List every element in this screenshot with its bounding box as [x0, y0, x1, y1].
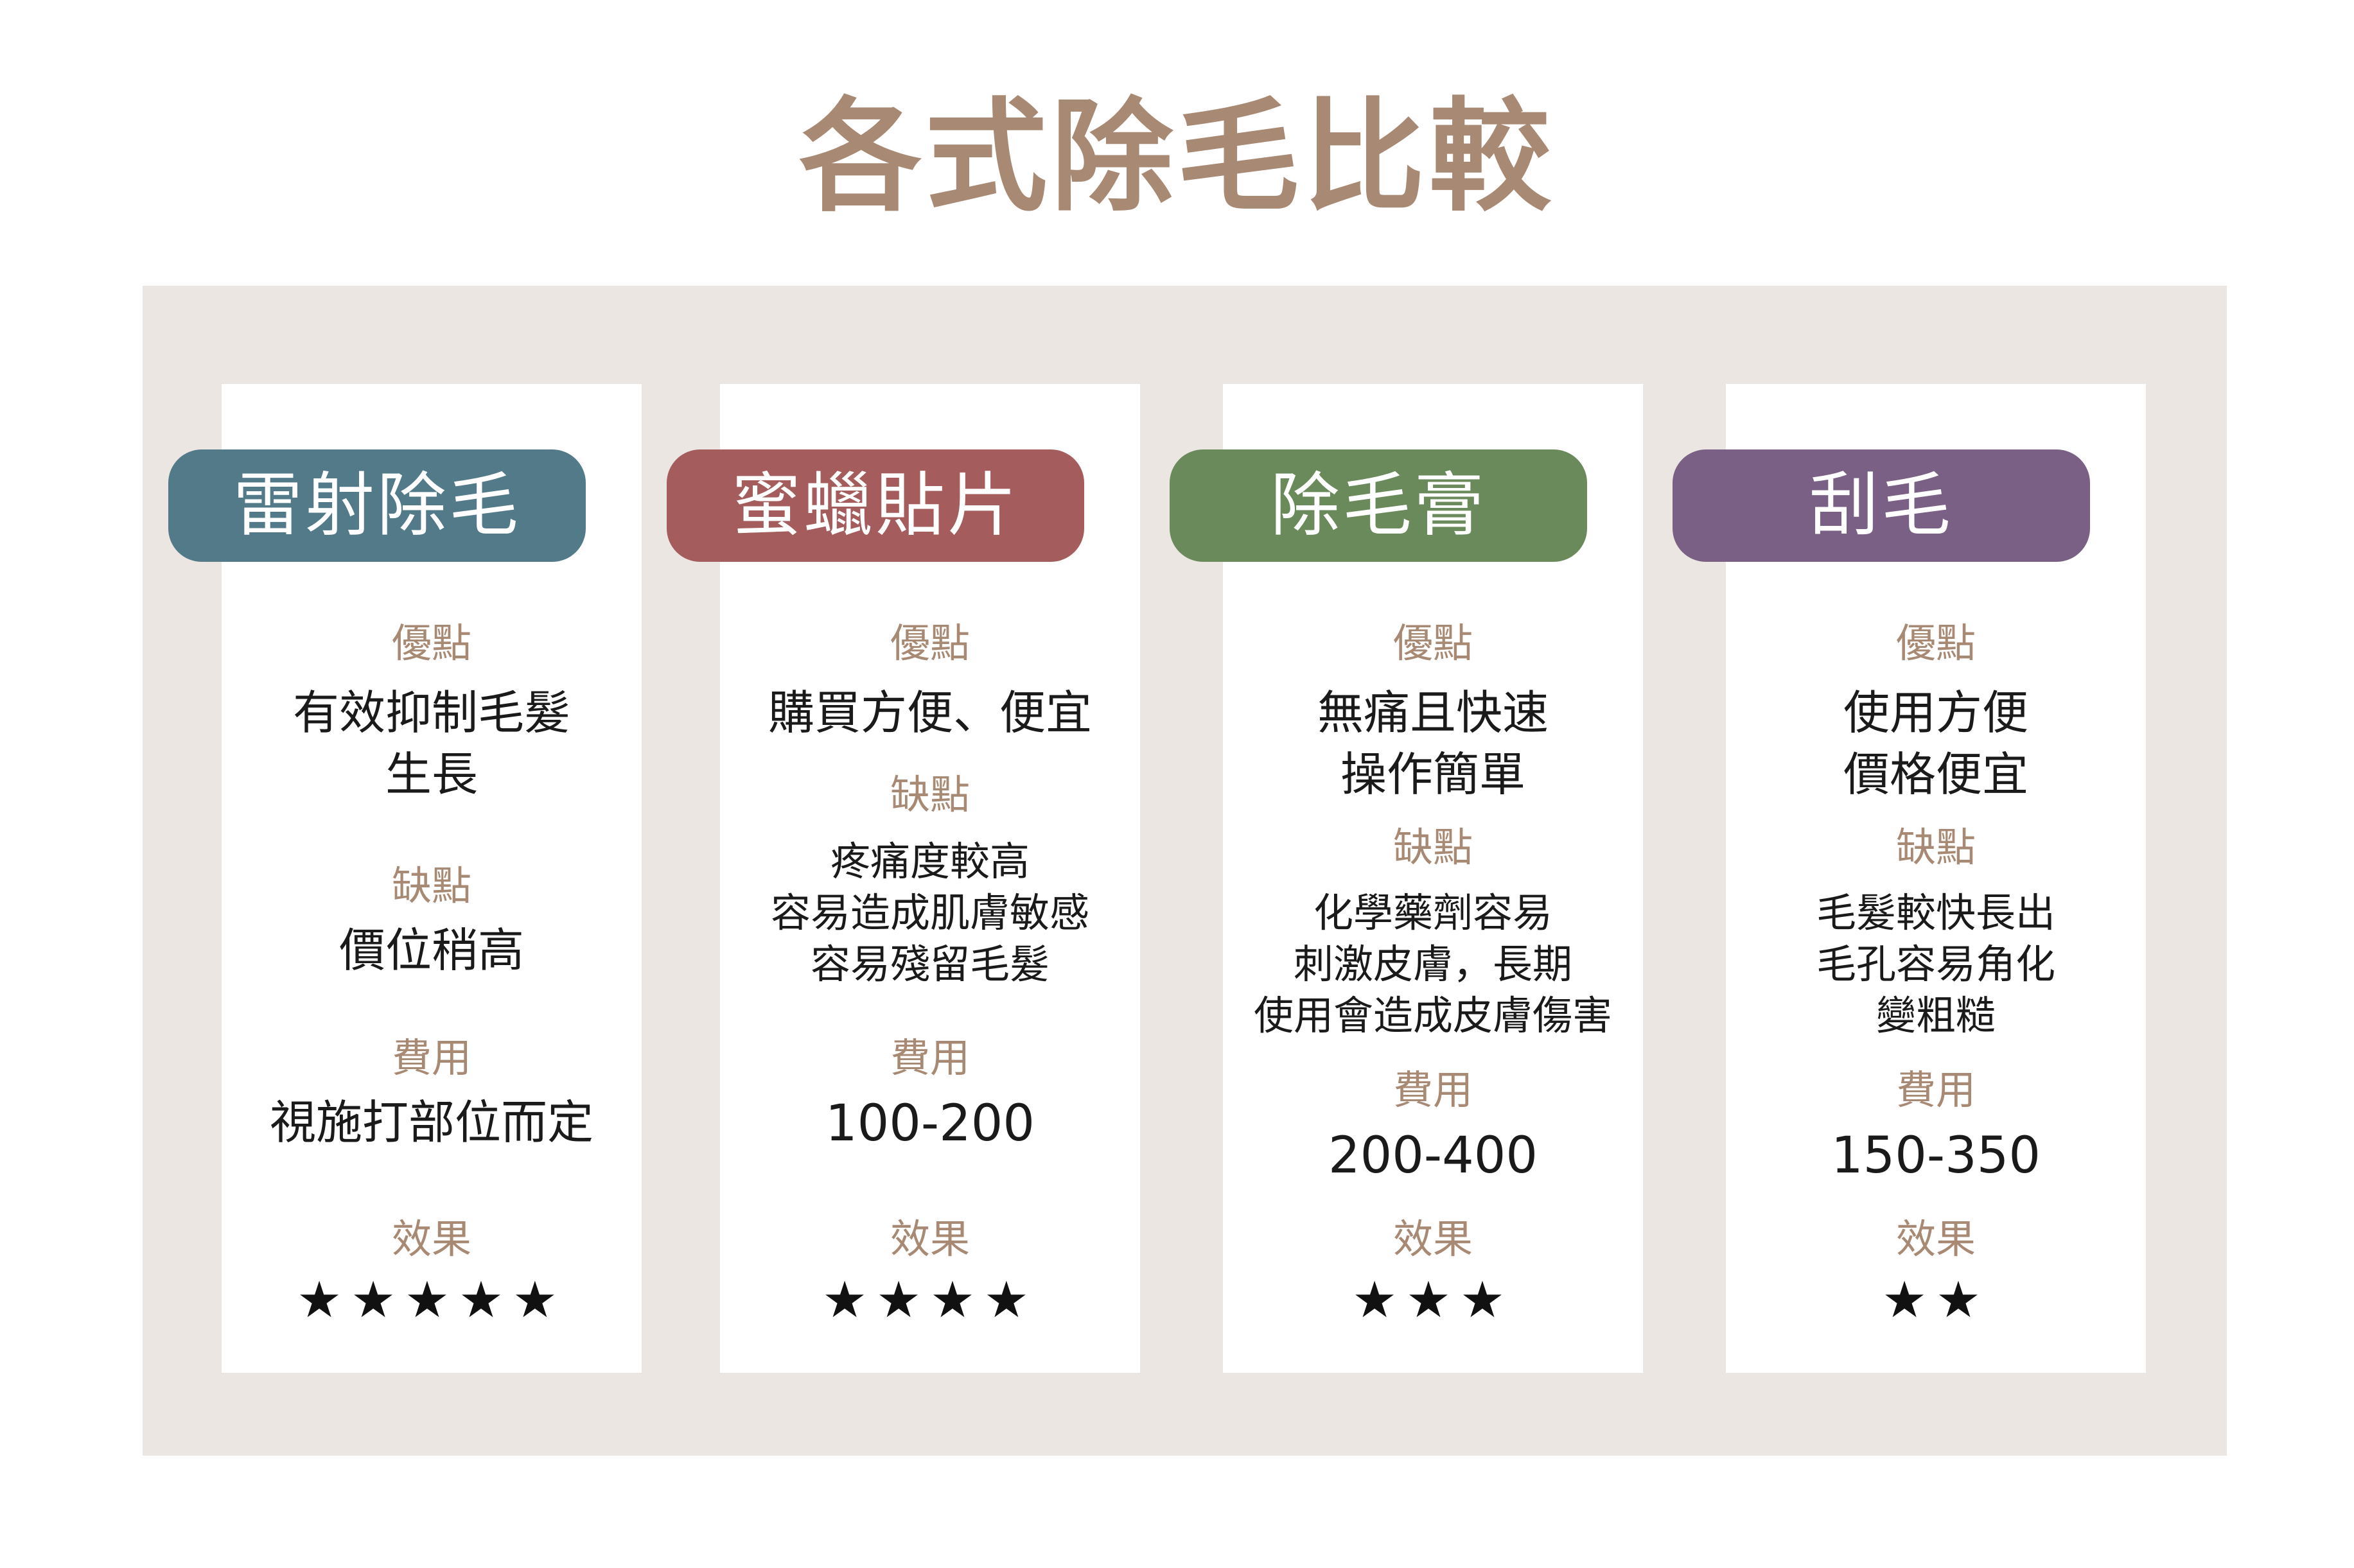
pros-text: 有效抑制毛髮 生長 [292, 686, 570, 801]
method-title-wax: 蜜蠟貼片 [667, 449, 1084, 562]
pros-text: 無痛且快速 操作簡單 [1317, 686, 1549, 801]
effect-label: 效果 [890, 1215, 970, 1262]
pros-text: 購買方便、便宜 [768, 686, 1092, 740]
cost-value: 150-350 [1831, 1127, 2041, 1185]
rating-stars: ★★ [1882, 1271, 1990, 1329]
pros-text: 使用方便 價格便宜 [1843, 686, 2028, 801]
cost-label: 費用 [1895, 1067, 1976, 1113]
method-title-laser: 雷射除毛 [168, 449, 586, 562]
rating-stars: ★★★★ [822, 1271, 1038, 1329]
rating-stars: ★★★ [1352, 1271, 1514, 1329]
cons-text: 價位稍高 [338, 923, 524, 977]
pros-label: 優點 [1392, 620, 1473, 666]
cons-text: 化學藥劑容易 刺激皮膚，長期 使用會造成皮膚傷害 [1253, 889, 1612, 1039]
cost-label: 費用 [391, 1034, 471, 1081]
cost-value: 200-400 [1328, 1127, 1538, 1185]
effect-label: 效果 [1392, 1215, 1473, 1262]
cons-text: 疼痛度較高 容易造成肌膚敏感 容易殘留毛髮 [770, 838, 1089, 988]
cons-label: 缺點 [890, 771, 970, 818]
cost-value: 100-200 [825, 1095, 1035, 1153]
cost-label: 費用 [890, 1034, 970, 1081]
effect-label: 效果 [1895, 1215, 1976, 1262]
cost-value: 視施打部位而定 [269, 1095, 593, 1149]
effect-label: 效果 [391, 1215, 471, 1262]
cons-label: 缺點 [391, 862, 471, 909]
cons-label: 缺點 [1392, 824, 1473, 871]
pros-label: 優點 [1895, 620, 1976, 666]
pros-label: 優點 [890, 620, 970, 666]
method-title-shave: 刮毛 [1673, 449, 2090, 562]
method-title-cream: 除毛膏 [1170, 449, 1587, 562]
rating-stars: ★★★★★ [297, 1271, 567, 1329]
cost-label: 費用 [1392, 1067, 1473, 1113]
cons-text: 毛髮較快長出 毛孔容易角化 變粗糙 [1816, 889, 2055, 1039]
cons-label: 缺點 [1895, 824, 1976, 871]
pros-label: 優點 [391, 620, 471, 666]
page-title: 各式除毛比較 [799, 86, 1555, 228]
